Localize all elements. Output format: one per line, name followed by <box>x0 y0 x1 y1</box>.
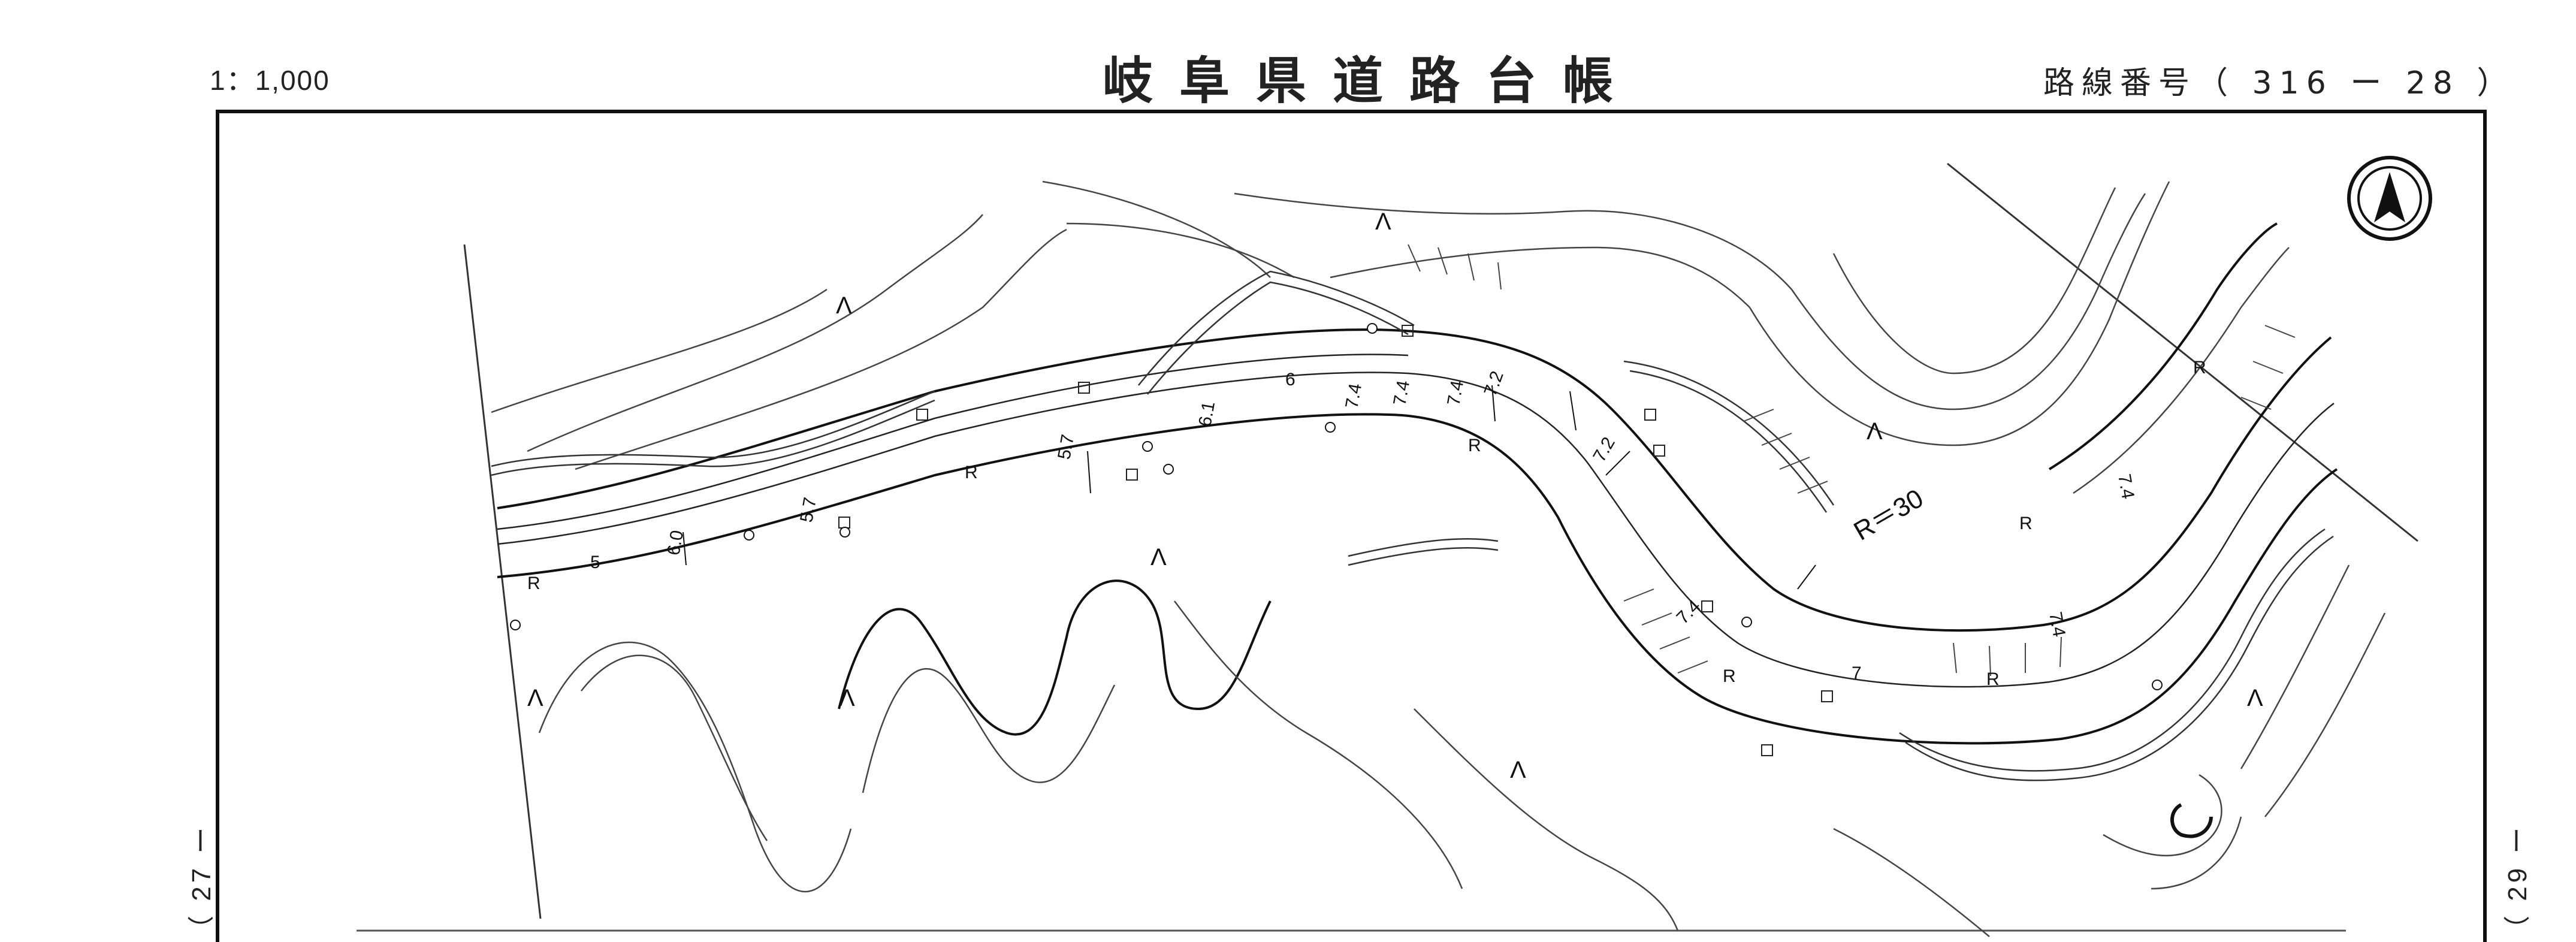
utility-markers <box>510 323 2163 690</box>
sheet-boundary-right <box>1947 162 2418 542</box>
mountain-symbol: Λ <box>527 685 543 711</box>
lane-width-label: 7.4 <box>1390 379 1414 407</box>
lane-width-label: 7.2 <box>1481 369 1508 398</box>
lane-width-label: 7 <box>1852 663 1862 683</box>
mountain-symbol: Λ <box>1375 209 1391 235</box>
mountain-symbol: Λ <box>1150 544 1167 570</box>
dimension-arrows <box>682 385 1816 590</box>
north-arrow-icon <box>2347 156 2432 241</box>
slope-mark: R <box>2019 514 2033 533</box>
road-edges <box>497 328 2338 745</box>
lane-width-label: 6.0 <box>663 529 687 557</box>
structure-symbols <box>838 325 1833 756</box>
lane-width-label: 7.4 <box>2114 472 2138 500</box>
sheet-boundary-left <box>463 244 542 919</box>
lane-width-label: 7.4 <box>1342 382 1366 410</box>
slope-mark: R <box>1986 669 2000 689</box>
previous-sheet-label: （ 27 ー <box>187 823 216 942</box>
mountain-symbol: Λ <box>1510 757 1526 783</box>
lane-width-label: 6 <box>1285 370 1295 390</box>
map-annotations: R＝30 5 6.0 5.7 5.7 6.1 6 7.4 7.4 7.4 7.2… <box>527 209 2263 783</box>
slope-mark: R <box>1723 666 1736 686</box>
slope-mark: R <box>2193 358 2206 378</box>
lane-width-label: 5.7 <box>1054 433 1078 461</box>
mountain-symbol: Λ <box>836 292 852 319</box>
next-sheet-label: （ 29 ー <box>2503 823 2532 942</box>
slope-mark: R <box>965 463 978 482</box>
mountain-symbol: Λ <box>1867 418 1883 445</box>
lane-width-label: 7.4 <box>2045 610 2069 638</box>
map-frame <box>216 110 2487 942</box>
route-number: 路線番号（ 316 ー 28 ） <box>2043 65 2515 101</box>
lane-width-label: 7.4 <box>1443 379 1467 407</box>
mountain-symbol: Λ <box>2247 685 2263 711</box>
page-title: 岐阜県道路台帳 <box>1103 52 1640 110</box>
contour-lines <box>491 180 2386 937</box>
slope-mark: R <box>527 573 540 593</box>
map-scale: 1：1,000 <box>210 65 330 96</box>
lane-width-label: 7.4 <box>1673 596 1705 628</box>
slope-mark: R <box>1468 436 1481 455</box>
lane-width-label: 7.2 <box>1589 434 1618 466</box>
lane-width-label: 5 <box>590 552 600 572</box>
road-lanes <box>497 354 2335 688</box>
road-map: R＝30 5 6.0 5.7 5.7 6.1 6 7.4 7.4 7.4 7.2… <box>216 110 2487 942</box>
lane-width-label: 5.7 <box>796 496 820 524</box>
curve-radius-label: R＝30 <box>1849 484 1929 547</box>
lane-width-label: 6.1 <box>1195 400 1219 428</box>
mountain-symbol: Λ <box>839 685 855 711</box>
retaining-walls <box>491 270 2334 781</box>
slope-hatching <box>1408 244 2296 677</box>
